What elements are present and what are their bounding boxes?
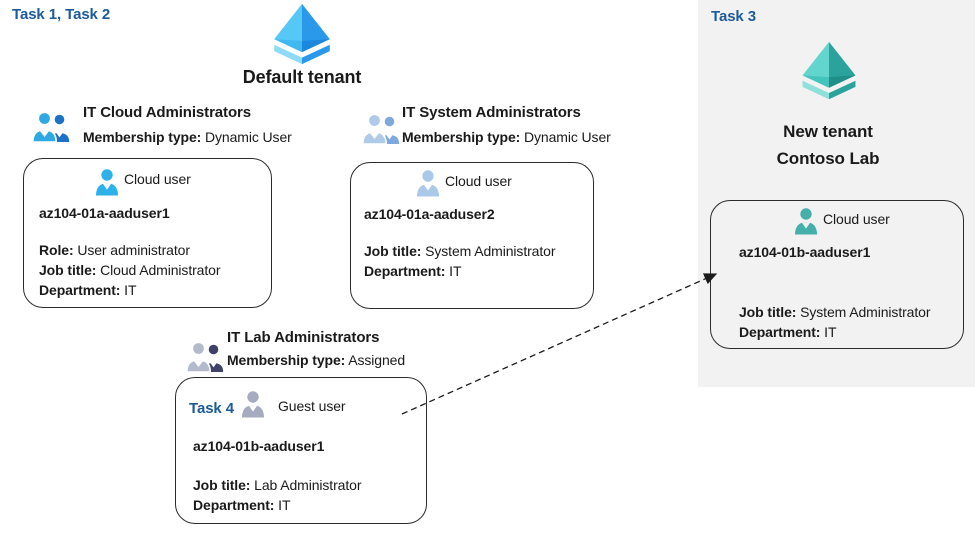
group-system-admins-name: IT System Administrators [402, 104, 581, 121]
new-tenant-title-line2: Contoso Lab [776, 149, 880, 168]
user-card-aaduser1: Cloud user az104-01a-aaduser1 Role: User… [23, 158, 272, 308]
field-label: Department: [39, 282, 121, 298]
field-value: System Administrator [425, 243, 556, 259]
guest-user-card: Task 4 Guest user az104-01b-aaduser1 Job… [175, 377, 427, 524]
cloud-user-icon [94, 168, 120, 196]
user-fields: Job title: System Administrator Departme… [739, 302, 931, 342]
field-value: User administrator [77, 242, 190, 258]
group-cloud-admins-membership: Membership type: Dynamic User [83, 129, 292, 145]
group-lab-admins-icon [186, 340, 224, 374]
field-value: Cloud Administrator [100, 262, 221, 278]
user-fields: Job title: System Administrator Departme… [364, 241, 556, 281]
cloud-user-icon [793, 207, 819, 235]
group-lab-admins-membership: Membership type: Assigned [227, 352, 405, 368]
cloud-user-icon [415, 169, 441, 197]
membership-type-value: Dynamic User [205, 129, 292, 145]
field-label: Job title: [739, 304, 797, 320]
field-value: IT [124, 282, 137, 298]
membership-type-label: Membership type: [402, 129, 521, 145]
user-type-label: Cloud user [445, 173, 512, 189]
field-value: IT [449, 263, 462, 279]
membership-type-label: Membership type: [227, 352, 346, 368]
new-tenant-user-card: Cloud user az104-01b-aaduser1 Job title:… [710, 200, 964, 349]
group-system-admins-icon [362, 112, 400, 146]
user-name: az104-01b-aaduser1 [193, 438, 325, 454]
field-label: Department: [364, 263, 446, 279]
field-label: Job title: [193, 477, 251, 493]
group-cloud-admins-name: IT Cloud Administrators [83, 104, 251, 121]
task-3-label: Task 3 [711, 8, 756, 25]
field-label: Job title: [364, 243, 422, 259]
field-label: Department: [193, 497, 275, 513]
task-4-label: Task 4 [189, 400, 234, 417]
user-name: az104-01b-aaduser1 [739, 244, 871, 260]
field-value: IT [824, 324, 837, 340]
membership-type-label: Membership type: [83, 129, 202, 145]
default-tenant-icon [264, 3, 340, 66]
field-label: Role: [39, 242, 74, 258]
new-tenant-title-line1: New tenant [783, 122, 873, 141]
user-type-label: Guest user [278, 398, 346, 414]
membership-type-value: Dynamic User [524, 129, 611, 145]
group-system-admins-membership: Membership type: Dynamic User [402, 129, 611, 145]
user-fields: Job title: Lab Administrator Department:… [193, 475, 361, 515]
field-label: Department: [739, 324, 821, 340]
field-label: Job title: [39, 262, 97, 278]
default-tenant-title: Default tenant [242, 67, 362, 87]
group-cloud-admins-icon [32, 110, 70, 144]
user-name: az104-01a-aaduser2 [364, 206, 495, 222]
membership-type-value: Assigned [348, 352, 406, 368]
field-value: System Administrator [800, 304, 931, 320]
guest-user-icon [240, 390, 266, 418]
task-1-2-label: Task 1, Task 2 [12, 6, 111, 23]
user-name: az104-01a-aaduser1 [39, 205, 170, 221]
user-type-label: Cloud user [823, 211, 890, 227]
field-value: IT [278, 497, 291, 513]
user-type-label: Cloud user [124, 171, 191, 187]
field-value: Lab Administrator [254, 477, 362, 493]
new-tenant-icon [794, 41, 864, 101]
group-lab-admins-name: IT Lab Administrators [227, 329, 380, 346]
user-fields: Role: User administrator Job title: Clou… [39, 240, 221, 300]
user-card-aaduser2: Cloud user az104-01a-aaduser2 Job title:… [350, 162, 594, 309]
